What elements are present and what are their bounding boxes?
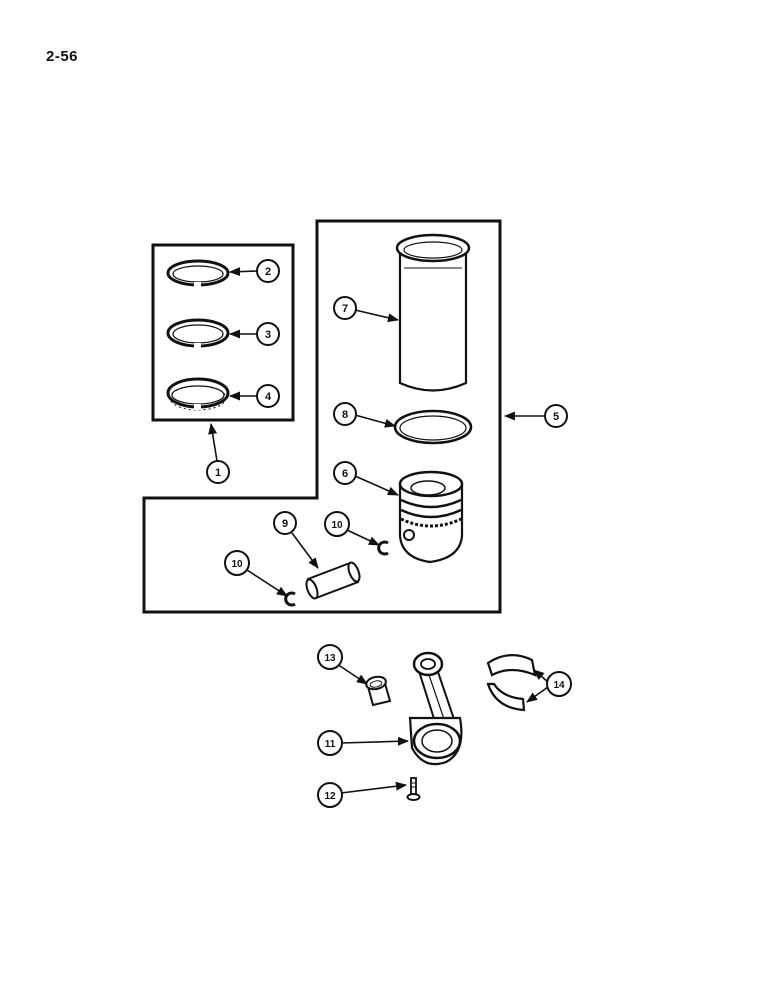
callout-11-label: 11 bbox=[325, 739, 336, 750]
callout-10b-label: 10 bbox=[231, 559, 243, 570]
leader-6 bbox=[354, 475, 400, 496]
second-compression-ring bbox=[166, 318, 230, 348]
callout-5-label: 5 bbox=[553, 411, 559, 423]
ring-set-box bbox=[151, 243, 295, 422]
callout-10a: 10 bbox=[324, 511, 350, 537]
leader-2 bbox=[228, 267, 258, 277]
callout-11: 11 bbox=[317, 730, 343, 756]
page-number: 2-56 bbox=[46, 48, 79, 65]
callout-4: 4 bbox=[256, 384, 280, 408]
callout-14-label: 14 bbox=[553, 680, 565, 691]
leader-9 bbox=[291, 532, 319, 569]
callout-6: 6 bbox=[333, 461, 357, 485]
callout-3: 3 bbox=[256, 322, 280, 346]
callout-9: 9 bbox=[273, 511, 297, 535]
callout-9-label: 9 bbox=[282, 518, 288, 530]
callout-1: 1 bbox=[206, 460, 230, 484]
callout-12-label: 12 bbox=[324, 791, 336, 802]
rod-bolt bbox=[406, 777, 421, 801]
leader-12 bbox=[340, 781, 408, 794]
callout-6-label: 6 bbox=[342, 468, 348, 480]
callout-8: 8 bbox=[333, 402, 357, 426]
callout-14: 14 bbox=[546, 671, 572, 697]
callout-7-label: 7 bbox=[342, 303, 348, 315]
rod-bearing-halves bbox=[486, 654, 537, 712]
piston-pin bbox=[305, 561, 361, 600]
leader-7 bbox=[354, 309, 400, 323]
piston bbox=[398, 470, 464, 564]
leader-10b bbox=[246, 569, 288, 597]
leader-lines bbox=[208, 267, 549, 794]
callout-4-label: 4 bbox=[265, 391, 272, 403]
leader-10a bbox=[346, 529, 381, 546]
leader-11 bbox=[340, 736, 410, 746]
pin-bushing bbox=[365, 675, 392, 707]
callout-13-label: 13 bbox=[324, 653, 336, 664]
leader-14b bbox=[526, 686, 549, 703]
callout-12: 12 bbox=[317, 782, 343, 808]
callout-1-label: 1 bbox=[215, 467, 221, 479]
callout-3-label: 3 bbox=[265, 329, 271, 341]
callout-10a-label: 10 bbox=[331, 520, 343, 531]
cylinder-kit-box bbox=[142, 219, 502, 614]
callout-7: 7 bbox=[333, 296, 357, 320]
callout-5: 5 bbox=[544, 404, 568, 428]
connecting-rod bbox=[408, 651, 463, 766]
snap-ring-right bbox=[377, 540, 389, 556]
top-compression-ring bbox=[166, 259, 230, 287]
leader-13 bbox=[336, 663, 368, 685]
leader-8 bbox=[354, 414, 397, 428]
snap-ring-left bbox=[284, 591, 296, 607]
callout-10b: 10 bbox=[224, 550, 250, 576]
sleeve-seal-ring bbox=[393, 409, 473, 445]
callout-13: 13 bbox=[317, 644, 343, 670]
callout-8-label: 8 bbox=[342, 409, 348, 421]
oil-control-ring bbox=[166, 377, 230, 411]
leader-14a bbox=[533, 669, 549, 683]
cylinder-sleeve bbox=[395, 233, 471, 392]
callout-2: 2 bbox=[256, 259, 280, 283]
leader-1 bbox=[208, 422, 218, 462]
callout-2-label: 2 bbox=[265, 266, 271, 278]
